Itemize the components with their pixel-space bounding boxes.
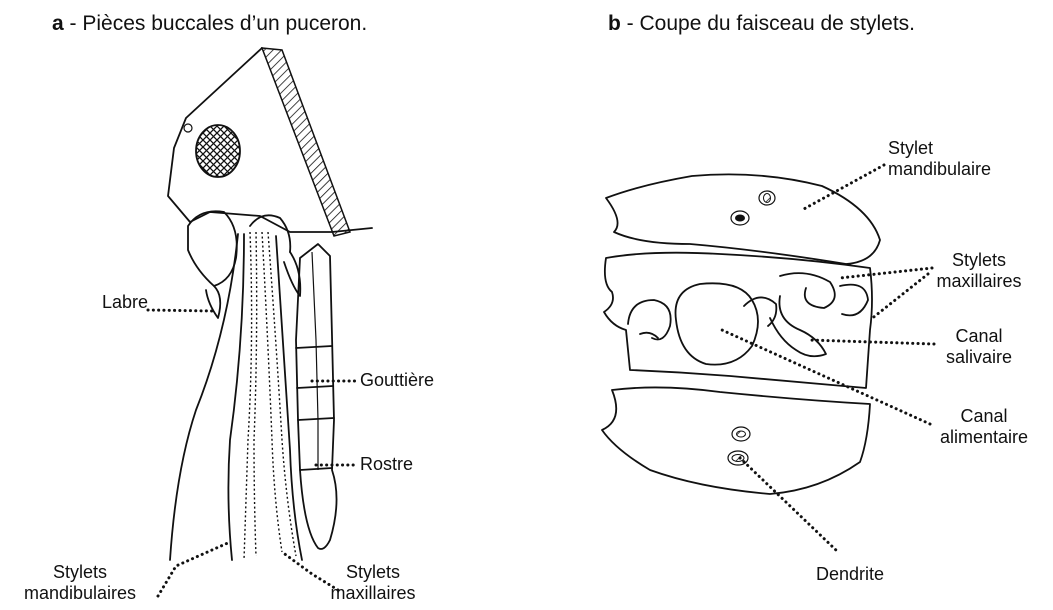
label-canal-salivaire: Canal salivaire	[924, 326, 1034, 368]
label-dendrite: Dendrite	[800, 564, 900, 585]
label-canal-alim-line1: Canal	[924, 406, 1044, 427]
label-stylets-max-b-line2: maxillaires	[924, 271, 1034, 292]
label-stylets-maxillaires-a: Stylets maxillaires	[318, 562, 428, 604]
stylet-section	[602, 174, 880, 494]
label-rostre: Rostre	[360, 454, 413, 475]
label-labre: Labre	[68, 292, 148, 313]
label-dendrite-text: Dendrite	[816, 564, 884, 584]
panel-a-leaders	[148, 310, 356, 596]
label-stylet-mandibulaire: Stylet mandibulaire	[888, 138, 991, 180]
label-stylets-mand-line2: mandibulaires	[0, 583, 160, 604]
label-stylets-mandibulaires: Stylets mandibulaires	[0, 562, 160, 604]
label-stylets-maxillaires-b: Stylets maxillaires	[924, 250, 1034, 292]
label-stylets-max-a-line2: maxillaires	[318, 583, 428, 604]
label-labre-text: Labre	[102, 292, 148, 312]
label-rostre-text: Rostre	[360, 454, 413, 474]
panel-b-leaders	[722, 165, 934, 552]
label-canal-alimentaire: Canal alimentaire	[924, 406, 1044, 448]
aphid-head	[168, 48, 372, 560]
label-stylet-mand-line2: mandibulaire	[888, 159, 991, 180]
label-stylets-max-b-line1: Stylets	[924, 250, 1034, 271]
label-canal-sal-line2: salivaire	[924, 347, 1034, 368]
label-stylets-mand-line1: Stylets	[0, 562, 160, 583]
compound-eye	[196, 125, 240, 177]
label-stylet-mand-line1: Stylet	[888, 138, 991, 159]
label-stylets-max-a-line1: Stylets	[318, 562, 428, 583]
label-gouttiere: Gouttière	[360, 370, 434, 391]
label-canal-sal-line1: Canal	[924, 326, 1034, 347]
label-canal-alim-line2: alimentaire	[924, 427, 1044, 448]
label-gouttiere-text: Gouttière	[360, 370, 434, 390]
